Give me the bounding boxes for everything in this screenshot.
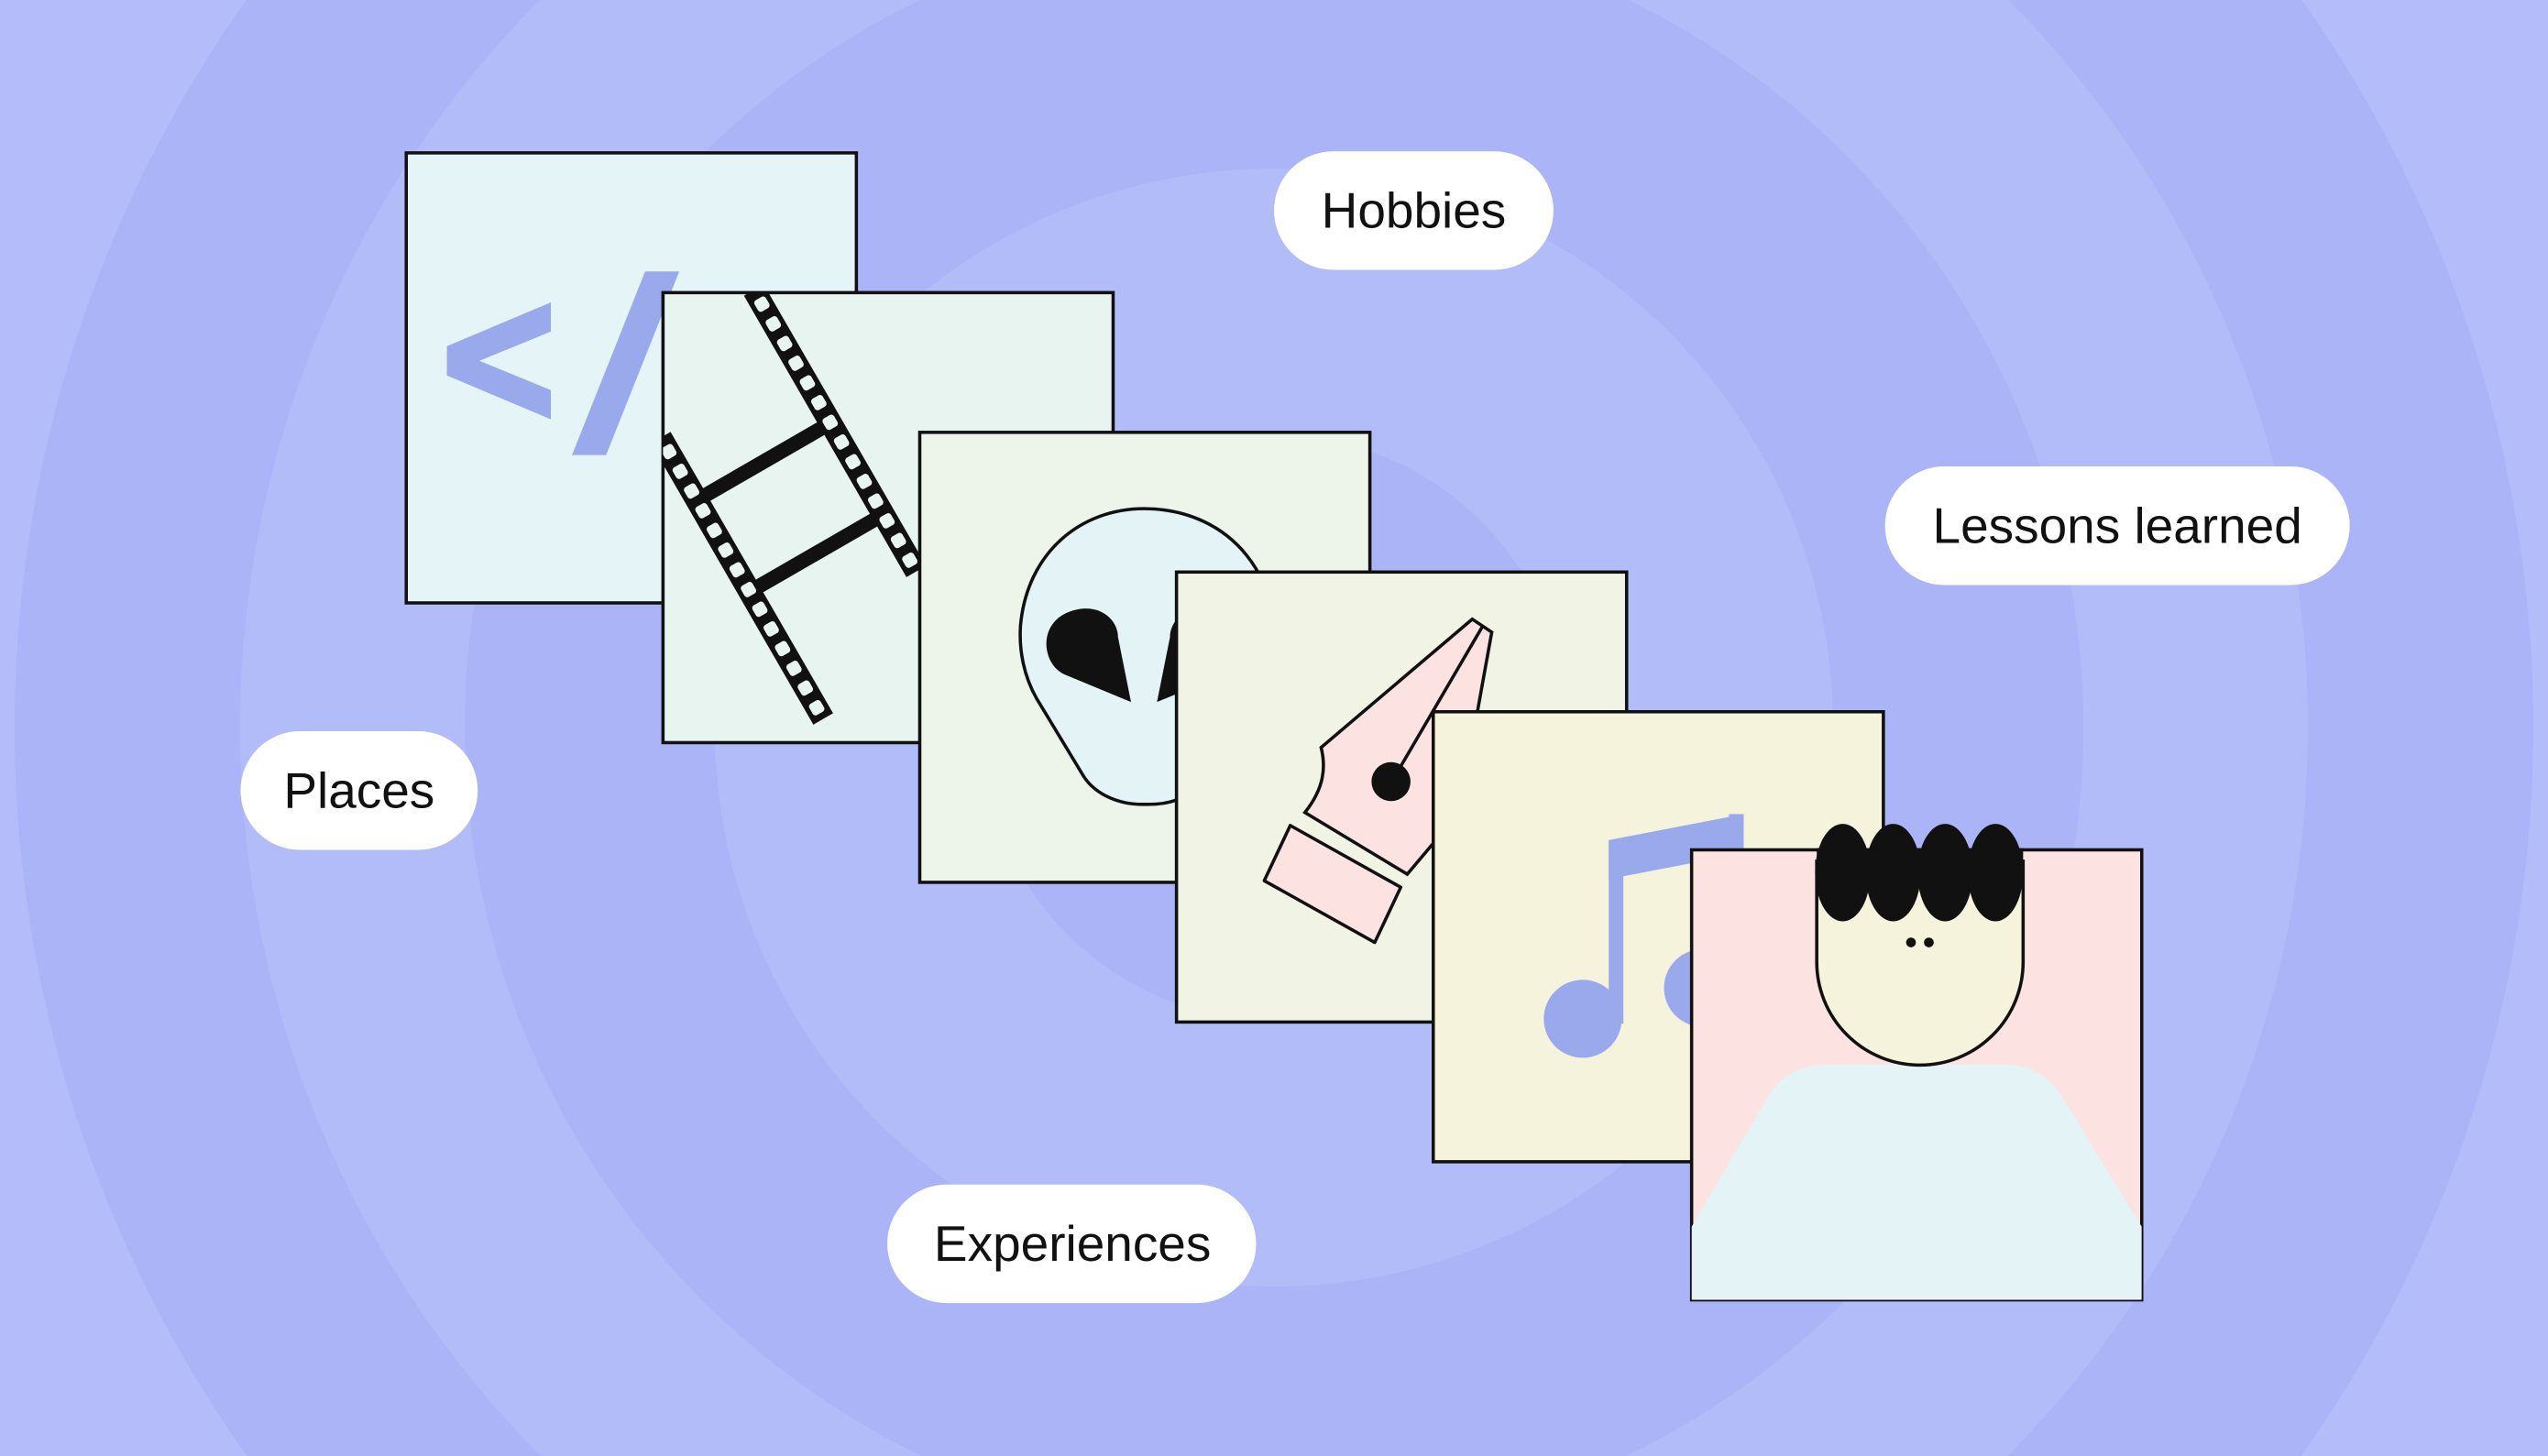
label-lessons-learned: Lessons learned <box>1884 466 2350 586</box>
film-strip-icon <box>663 292 927 725</box>
svg-text:Experiences: Experiences <box>934 1215 1211 1272</box>
svg-text:Hobbies: Hobbies <box>1322 181 1507 238</box>
label-places: Places <box>240 731 478 850</box>
label-hobbies: Hobbies <box>1274 151 1554 270</box>
card-person <box>1689 824 2144 1302</box>
label-experiences: Experiences <box>887 1184 1257 1304</box>
code-icon <box>446 271 680 455</box>
svg-text:Lessons learned: Lessons learned <box>1933 497 2302 553</box>
person-body <box>1691 1064 2142 1300</box>
person-avatar-icon <box>1815 824 2026 1067</box>
svg-text:Places: Places <box>283 761 434 818</box>
